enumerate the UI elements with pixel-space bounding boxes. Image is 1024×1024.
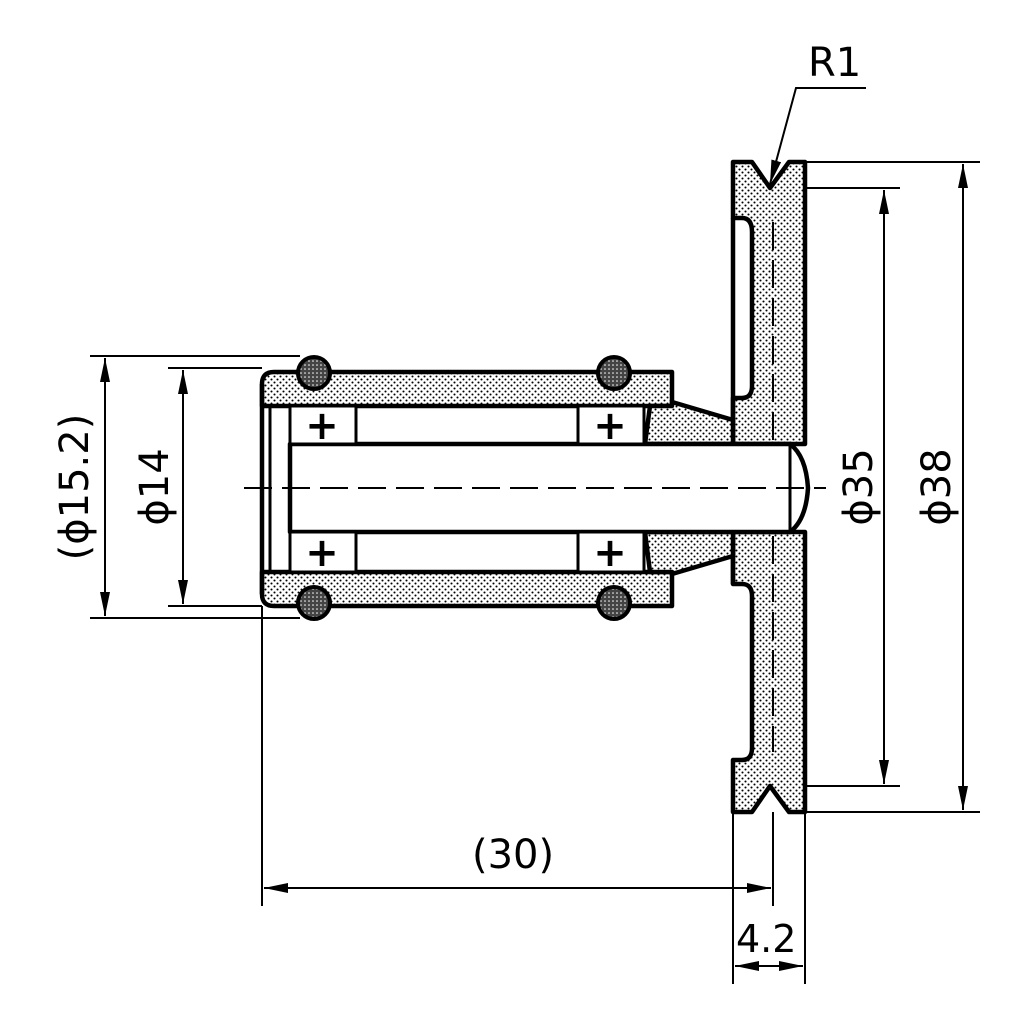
o-ring-lower-right (596, 585, 632, 621)
bearing-upper-right (576, 404, 646, 446)
o-ring-upper-right (596, 355, 632, 391)
pulley-upper-section (730, 159, 808, 447)
o-ring-lower-left (296, 585, 332, 621)
bearing-upper-left (288, 404, 358, 446)
dimension-labels: R1 (30) 4.2 (ϕ15.2) ϕ14 ϕ35 ϕ38 (52, 40, 960, 961)
bearing-mark: + (593, 403, 627, 449)
pulley-lower-section (730, 529, 808, 815)
bearing-mark: + (593, 530, 627, 576)
sleeve-upper-wall (259, 369, 675, 409)
label-width-flange: 4.2 (736, 917, 796, 961)
bearings: + + + + (288, 403, 646, 576)
label-diameter-pulley-inner: ϕ35 (836, 448, 882, 525)
dimension-lines (90, 87, 980, 984)
neck-upper (642, 399, 736, 447)
label-length-overall: (30) (472, 832, 554, 878)
sleeve-lower-wall (259, 569, 675, 609)
bearing-mark: + (305, 403, 339, 449)
label-radius: R1 (808, 40, 861, 86)
neck-lower (642, 529, 736, 577)
hub (259, 369, 736, 609)
label-diameter-bore: (ϕ15.2) (52, 414, 98, 561)
label-diameter-pulley-outer: ϕ38 (914, 448, 960, 525)
bearing-lower-right (576, 530, 646, 574)
o-ring-upper-left (296, 355, 332, 391)
r1-leader (769, 87, 866, 185)
o-rings (296, 355, 632, 621)
bearing-mark: + (305, 530, 339, 576)
label-diameter-shaft: ϕ14 (132, 448, 178, 525)
bearing-lower-left (288, 530, 358, 574)
